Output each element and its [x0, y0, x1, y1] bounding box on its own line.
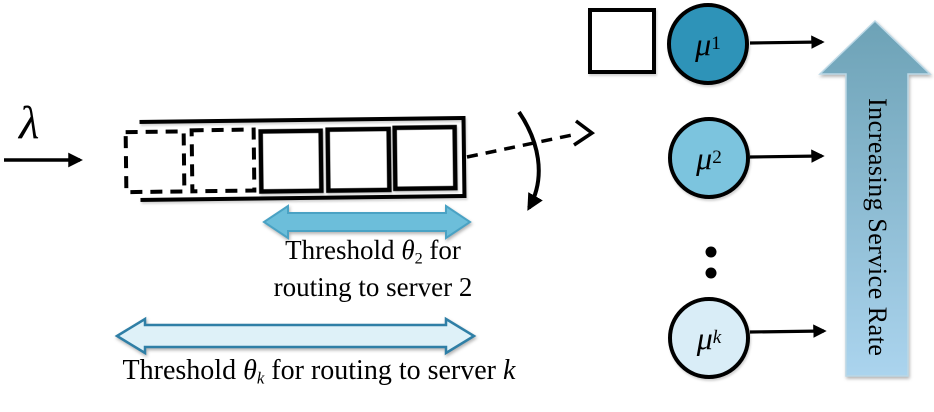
thresholdk-caption: Threshold θk for routing to server k — [85, 355, 553, 389]
service-rate-axis-label: Increasing Service Rate — [863, 97, 892, 357]
routing-switch-arc — [517, 110, 543, 211]
threshold2-text-prefix: Threshold — [285, 235, 402, 265]
thetak-symbol: θ — [243, 355, 257, 386]
mu2-symbol: μ — [696, 139, 713, 176]
server-slot-square — [588, 8, 656, 74]
thresholdk-text-prefix: Threshold — [122, 355, 244, 386]
service-rate-arrow — [818, 19, 932, 377]
theta2-subscript: 2 — [414, 249, 423, 268]
server-circle-muk — [668, 297, 750, 379]
mu2-subscript: 2 — [712, 147, 722, 168]
queue — [123, 115, 467, 202]
routing-dashed-arrow — [466, 132, 578, 159]
muk-symbol: μ — [696, 319, 713, 356]
thresholdk-server-var: k — [503, 355, 516, 386]
mu1-subscript: 1 — [711, 33, 721, 54]
serverk-output-arrow — [749, 324, 827, 338]
mu1-symbol: μ — [695, 25, 712, 62]
vertical-ellipsis-dots — [705, 246, 717, 279]
thresholdk-range-arrow — [114, 316, 477, 356]
thresholdk-text-mid: for routing to server — [264, 355, 504, 386]
theta2-symbol: θ — [401, 235, 415, 265]
threshold2-caption: Threshold θ2 for routing to server 2 — [242, 233, 504, 306]
routing-dashed-arrowhead — [573, 119, 596, 147]
thetak-subscript: k — [256, 368, 265, 388]
queue-slot-dashed-2 — [189, 127, 257, 194]
threshold2-range-arrow — [262, 204, 472, 240]
threshold2-text-line2: routing to server 2 — [273, 271, 473, 302]
server1-output-arrow — [749, 35, 825, 49]
queue-slot-solid-3 — [392, 124, 458, 192]
threshold2-text-suffix: for — [422, 235, 461, 265]
queue-outline — [139, 115, 467, 202]
queue-slot-solid-2 — [325, 126, 392, 193]
muk-subscript: k — [712, 327, 722, 348]
queue-slot-solid-1 — [258, 128, 324, 194]
arrival-rate-label: λ — [19, 97, 40, 149]
server2-output-arrow — [749, 149, 825, 163]
server-circle-mu2 — [668, 117, 750, 199]
queue-slot-dashed-1 — [123, 129, 187, 195]
server-circle-mu1 — [667, 3, 749, 85]
